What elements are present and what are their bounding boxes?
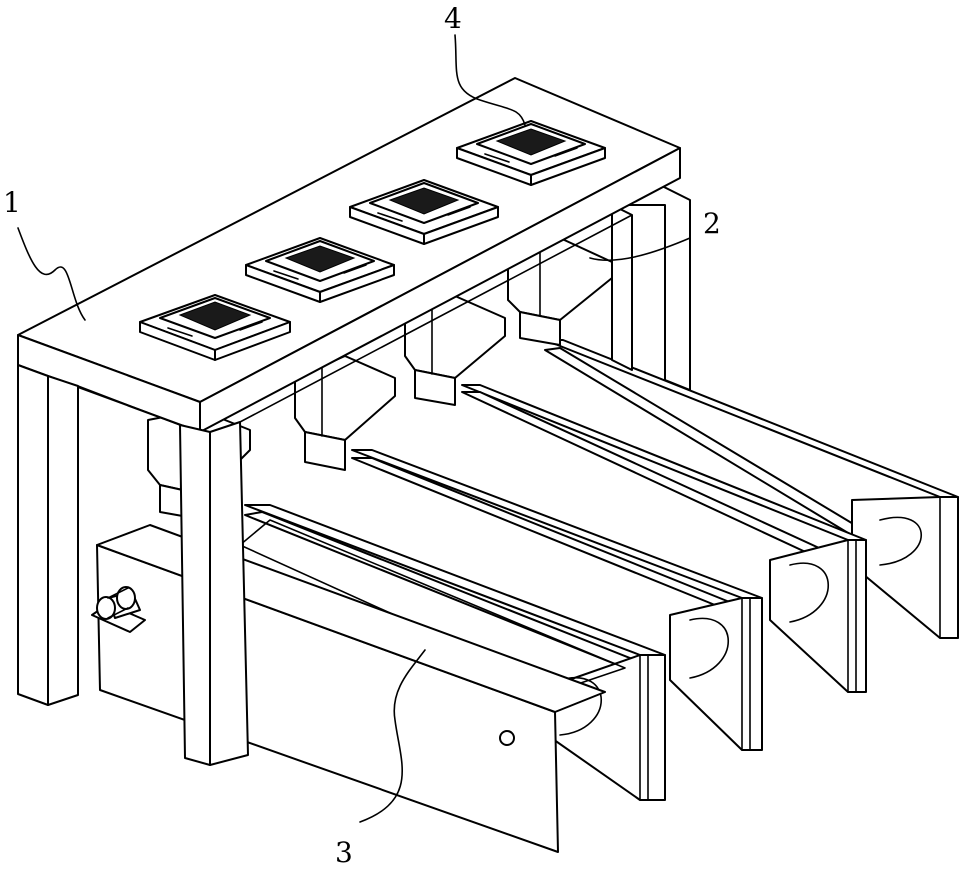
shaft-hole-icon xyxy=(500,731,514,745)
callout-label-hopper: 2 xyxy=(703,207,721,240)
callout-label-conveyor: 3 xyxy=(335,836,353,869)
conveyor-side-plate xyxy=(97,525,605,852)
callout-label-sieve-tray: 4 xyxy=(444,2,462,35)
conveyor-unit-3 xyxy=(462,385,866,692)
callout-label-frame: 1 xyxy=(3,186,21,219)
